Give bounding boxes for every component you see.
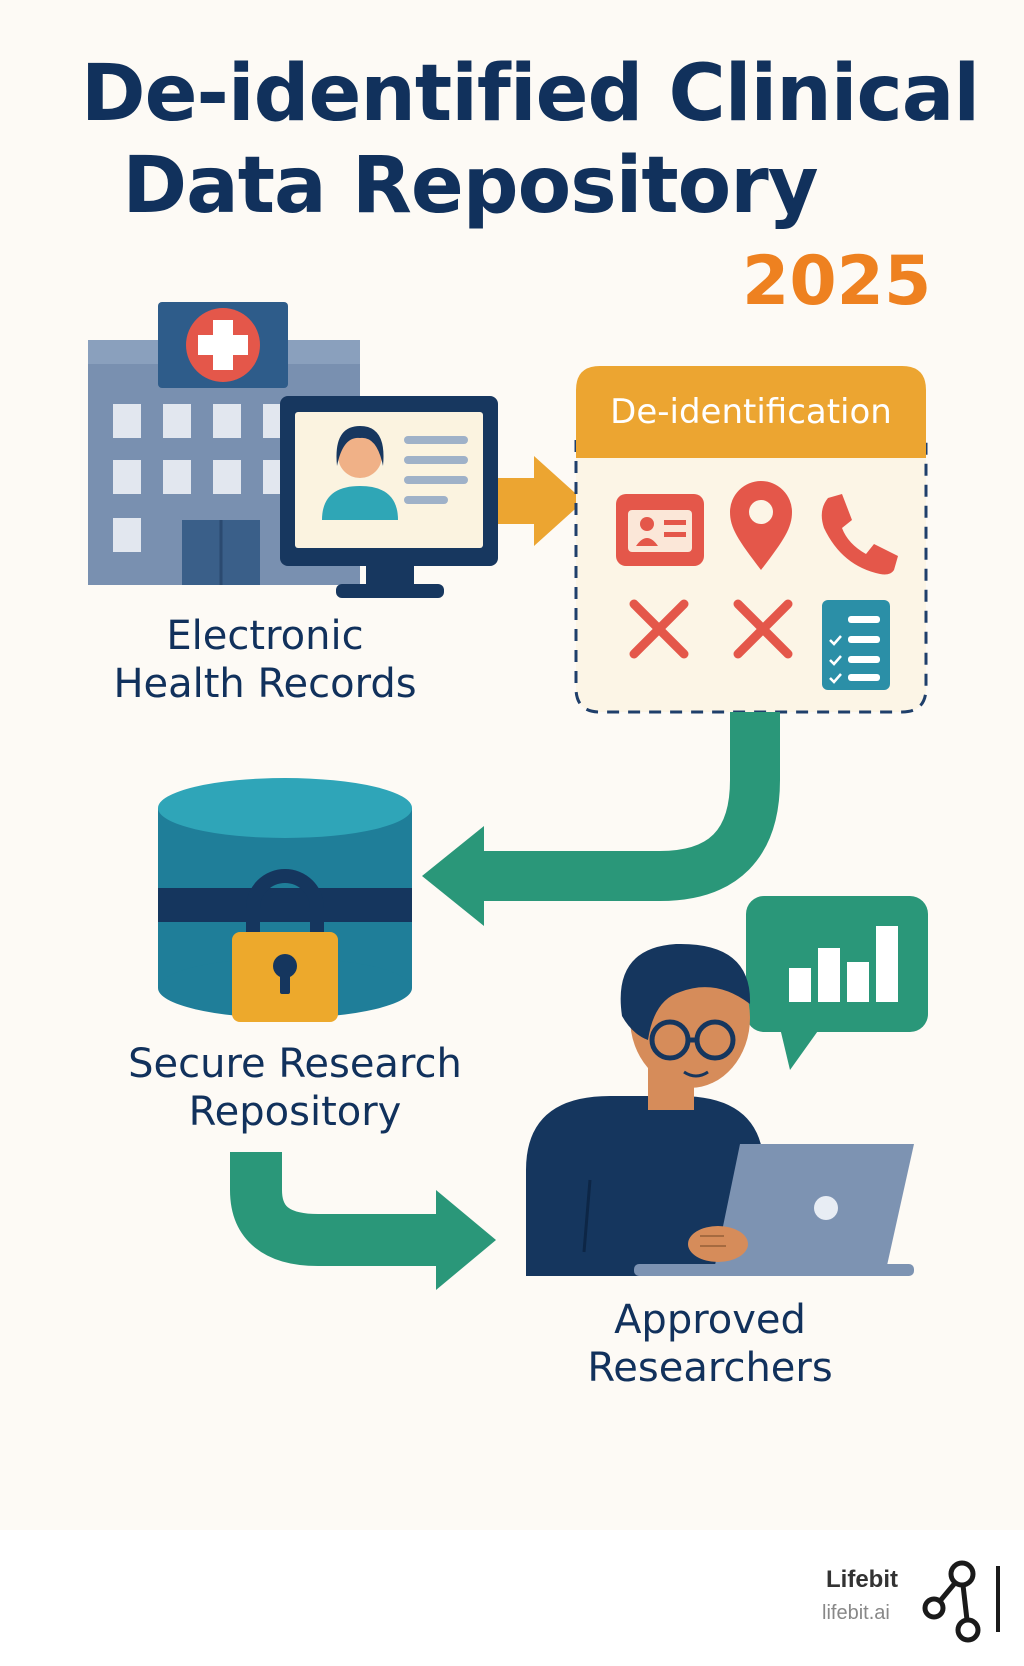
- researcher-laptop-icon: [526, 943, 914, 1276]
- ehr-label: Electronic Health Records: [80, 612, 450, 708]
- phone-icon: [821, 494, 898, 575]
- locked-database-icon: [158, 778, 412, 1022]
- hospital-icon: [88, 302, 360, 585]
- id-card-icon: [616, 494, 704, 566]
- researchers-label: Approved Researchers: [550, 1296, 870, 1392]
- repository-label-line-2: Repository: [188, 1089, 402, 1135]
- lifebit-logo-icon: [922, 1560, 1000, 1643]
- cross-icon: [629, 599, 689, 659]
- title-line-1: De-identified Clinical: [80, 49, 980, 139]
- title-line-2: Data Repository: [122, 141, 818, 231]
- footer: [0, 1530, 1024, 1666]
- brand-name: Lifebit: [826, 1566, 898, 1593]
- repository-label-line-1: Secure Research: [128, 1041, 462, 1087]
- researchers-label-line-1: Approved: [614, 1297, 806, 1343]
- repository-label: Secure Research Repository: [100, 1040, 490, 1136]
- year-label: 2025: [742, 242, 932, 321]
- arrow-to-deidentification: [498, 456, 584, 546]
- ehr-label-line-1: Electronic: [166, 613, 364, 659]
- researchers-label-line-2: Researchers: [587, 1345, 833, 1391]
- chart-speech-bubble-icon: [746, 896, 928, 1070]
- location-pin-icon: [730, 481, 792, 570]
- cross-icon: [733, 599, 793, 659]
- patient-avatar-icon: [322, 426, 398, 520]
- page-title: De-identified Clinical Data Repository: [60, 48, 1000, 232]
- arrow-to-repository: [422, 712, 780, 926]
- checklist-icon: [822, 600, 890, 690]
- deidentification-label: De-identification: [610, 392, 892, 432]
- ehr-label-line-2: Health Records: [113, 661, 417, 707]
- monitor-icon: [280, 396, 498, 598]
- arrow-to-researchers: [230, 1152, 496, 1290]
- brand-url: lifebit.ai: [822, 1602, 890, 1624]
